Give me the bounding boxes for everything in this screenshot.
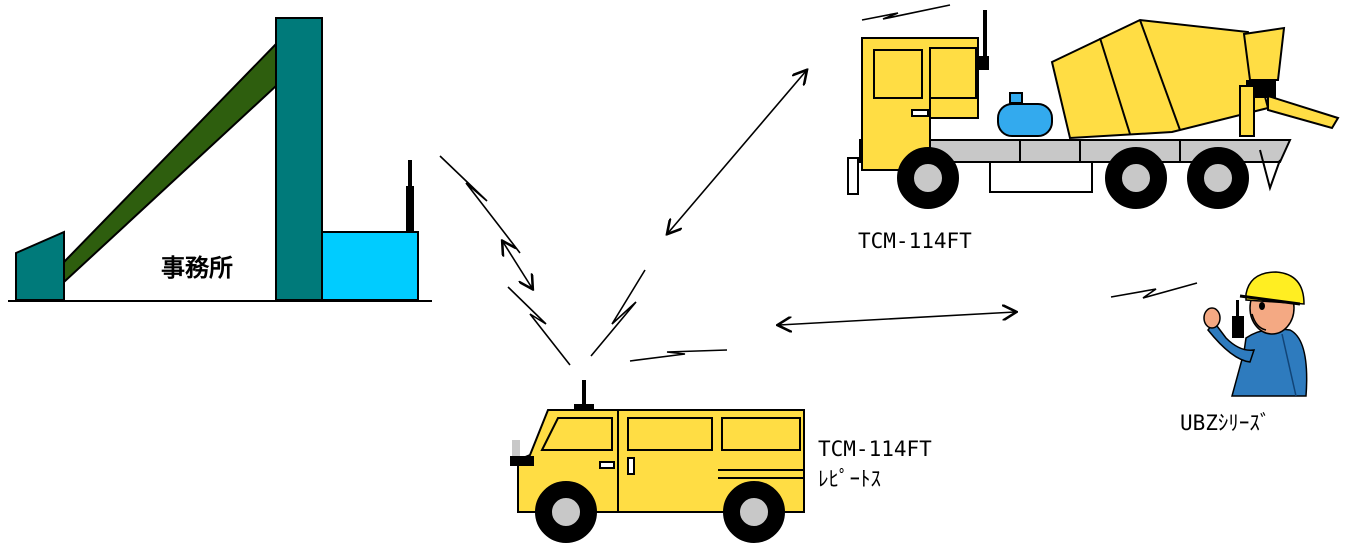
repeater-van [510, 380, 805, 543]
double-arrow-icon [503, 242, 532, 288]
radio-wave-icon [861, 4, 951, 21]
office-building [8, 17, 432, 302]
double-arrow-icon [668, 71, 806, 233]
mixer-truck [847, 10, 1340, 209]
communication-arrows [503, 71, 1015, 325]
radio-wave-icon [507, 286, 571, 366]
repeater-van-model-label: TCM-114FT [818, 437, 932, 461]
office-label: 事務所 [161, 254, 233, 282]
mixer-truck-label: TCM-114FT [858, 229, 972, 253]
worker-radio-label: UBZｼﾘｰｽﾞ [1180, 411, 1271, 435]
radio-wave-icon [1110, 282, 1198, 299]
radio-wave-icon [590, 269, 646, 357]
double-arrow-icon [779, 312, 1015, 325]
repeater-van-type-label: ﾚﾋﾟｰﾄｽ [818, 467, 881, 491]
radio-wave-icon [439, 155, 521, 254]
radio-wave-icon [629, 349, 728, 362]
worker-with-radio [1203, 271, 1308, 397]
radio-wave-signals [439, 4, 1198, 366]
